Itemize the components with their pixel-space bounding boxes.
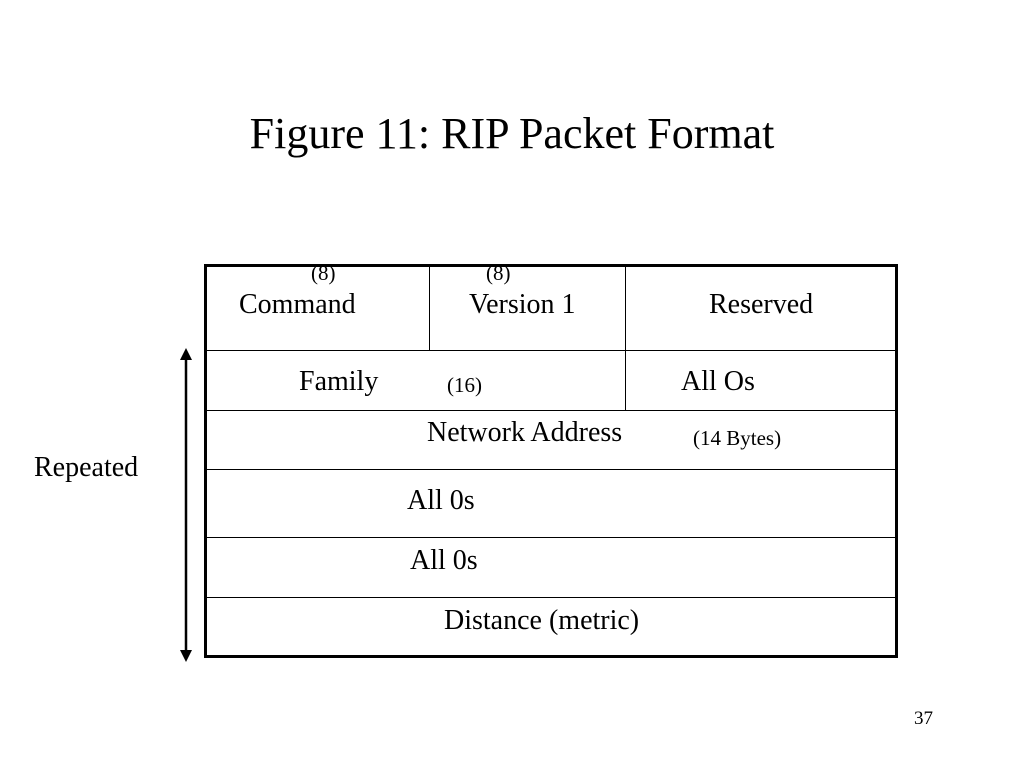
page-number: 37 xyxy=(914,708,933,729)
double-arrow-icon xyxy=(180,348,192,662)
distance-field: Distance (metric) xyxy=(444,605,640,636)
family-field: Family xyxy=(299,366,379,397)
row-divider xyxy=(207,597,895,598)
version-field: Version 1 xyxy=(469,289,576,320)
command-field: Command xyxy=(239,289,356,320)
row-divider xyxy=(207,469,895,470)
family-size: (16) xyxy=(447,373,482,397)
network-address-field: Network Address xyxy=(427,417,623,448)
row-divider xyxy=(207,410,895,411)
repeated-label: Repeated xyxy=(34,452,139,483)
all-zeros-field-1: All 0s xyxy=(407,485,475,516)
command-size: (8) xyxy=(311,261,336,285)
rip-packet-diagram: (8) Command (8) Version 1 Reserved Famil… xyxy=(204,261,898,658)
all-zeros-field-2: All 0s xyxy=(410,545,478,576)
row-divider xyxy=(207,350,895,351)
reserved-field: Reserved xyxy=(709,289,814,320)
network-address-size: (14 Bytes) xyxy=(693,426,782,450)
page-title: Figure 11: RIP Packet Format xyxy=(249,109,775,158)
version-size: (8) xyxy=(486,261,511,285)
row-divider xyxy=(207,537,895,538)
column-divider xyxy=(625,267,626,410)
all-os-field: All Os xyxy=(681,366,755,397)
column-divider xyxy=(429,267,430,350)
